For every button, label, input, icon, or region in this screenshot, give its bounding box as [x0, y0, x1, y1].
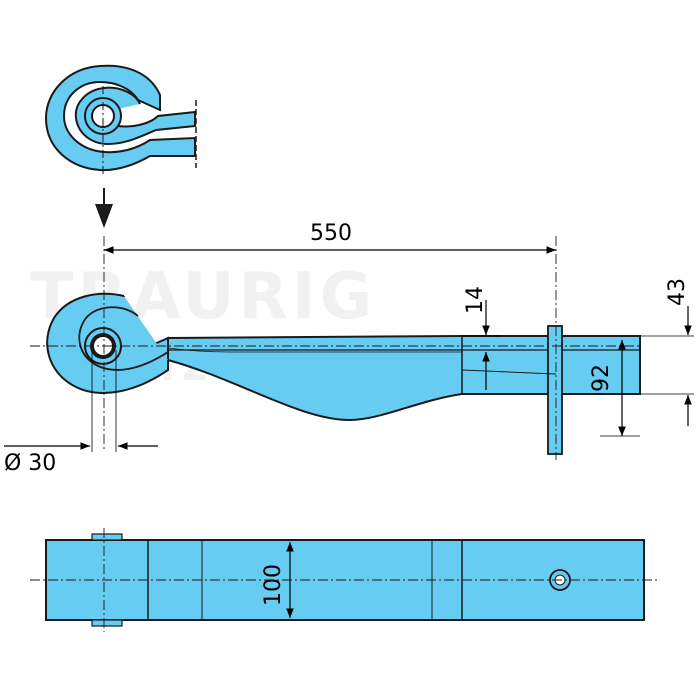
top-view	[30, 528, 660, 632]
side-view	[30, 236, 641, 460]
dimension-leaf-thickness-label: 14	[463, 286, 488, 314]
dimension-spring-height: 92	[589, 340, 640, 437]
dimension-spring-height-label: 92	[589, 364, 614, 392]
dimension-leaf-thickness: 14	[462, 286, 500, 390]
dimension-eye-diameter-label: Ø 30	[4, 451, 56, 476]
eye-detail-view	[44, 64, 197, 176]
arrow-down-icon	[95, 188, 113, 228]
dimension-length: 550	[104, 221, 556, 254]
dimension-width: 100	[261, 542, 294, 618]
dimension-top-offset: 43	[640, 278, 694, 426]
dimension-width-label: 100	[261, 564, 286, 606]
dimension-eye-diameter: Ø 30	[4, 350, 158, 476]
dimension-length-label: 550	[310, 221, 352, 246]
dimension-top-offset-label: 43	[665, 278, 690, 306]
